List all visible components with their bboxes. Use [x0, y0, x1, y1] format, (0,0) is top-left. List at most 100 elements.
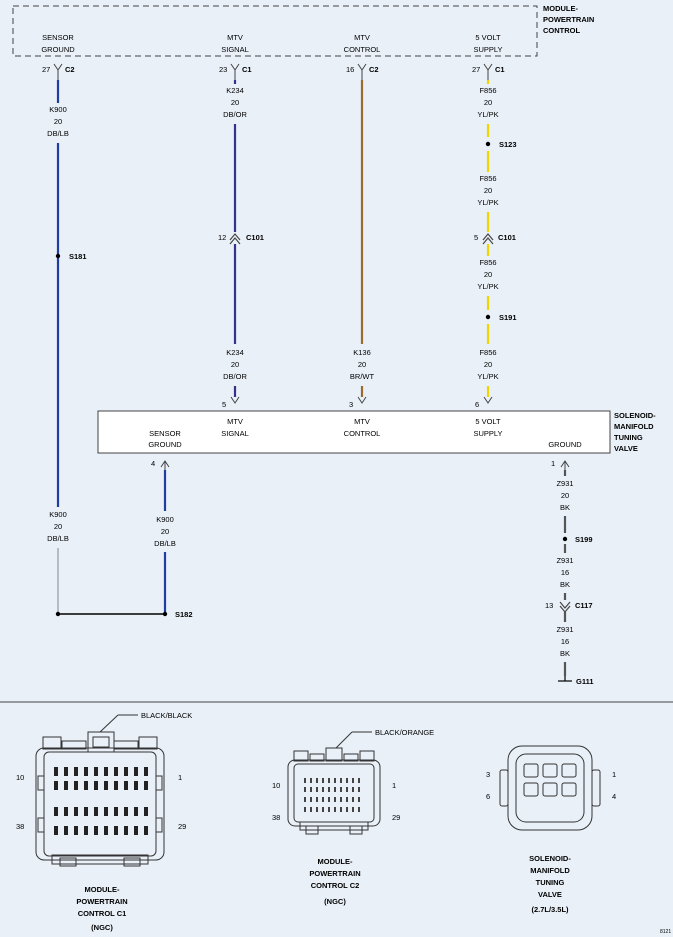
splice-s191-label: S191: [499, 313, 517, 322]
lbl-k234-top-gauge: 20: [231, 98, 239, 107]
valve-title-3: TUNING: [614, 433, 643, 442]
valve-5v-supply-1: 5 VOLT: [475, 417, 501, 426]
pcm-pin-sensor-ground-1: SENSOR: [42, 33, 74, 42]
lbl-z931-3-code: Z931: [556, 625, 573, 634]
pin-symbol: [230, 396, 240, 404]
valve-title-1: SOLENOID-: [614, 411, 656, 420]
c2-pin-tl: 10: [272, 781, 280, 790]
lbl-f856-4-color: YL/PK: [477, 372, 498, 381]
lbl-k136-gauge: 20: [358, 360, 366, 369]
lbl-k234-bot-gauge: 20: [231, 360, 239, 369]
c1-pin-bl: 38: [16, 822, 24, 831]
c101-left-name: C101: [246, 233, 264, 242]
valve-mtv-signal-2: SIGNAL: [221, 429, 249, 438]
lbl-f856-3-color: YL/PK: [477, 282, 498, 291]
connector-valve-view: [499, 745, 601, 831]
pcm-title-1: MODULE-: [543, 4, 578, 13]
connector-c2-view: [287, 731, 381, 835]
pcm-title-3: CONTROL: [543, 26, 580, 35]
splice-s181-label: S181: [69, 252, 87, 261]
pcm-conn-3: C2: [369, 65, 379, 74]
pin-symbol: [160, 460, 170, 470]
splice-s199-dot: [562, 536, 568, 542]
valve-box: [97, 410, 611, 454]
valve-pin5-num: 5: [222, 400, 226, 409]
pcm-pin-5v-supply-1: 5 VOLT: [475, 33, 501, 42]
valve-ground: GROUND: [548, 440, 582, 449]
lbl-z931-1-color: BK: [560, 503, 570, 512]
lbl-f856-4-code: F856: [479, 348, 496, 357]
c117-name: C117: [575, 601, 593, 610]
splice-s123-dot: [485, 141, 491, 147]
c2-color-label: BLACK/ORANGE: [375, 728, 434, 737]
splice-s182-dot-right: [162, 611, 168, 617]
lbl-k900-top-gauge: 20: [54, 117, 62, 126]
lbl-z931-2-code: Z931: [556, 556, 573, 565]
lbl-k900-left-color: DB/LB: [47, 534, 69, 543]
connector-c1-cavities: [54, 767, 148, 835]
c2-pin-tr: 1: [392, 781, 396, 790]
valve-title-2: MANIFOLD: [614, 422, 654, 431]
valve-conn-caption-1: SOLENOID-: [529, 854, 571, 863]
lbl-k234-bot-color: DB/OR: [223, 372, 247, 381]
pcm-pin-mtv-signal-1: MTV: [227, 33, 243, 42]
c101-right-pin: 5: [474, 233, 478, 242]
c2-caption-1: MODULE-: [318, 857, 353, 866]
pcm-pin-sensor-ground-2: GROUND: [41, 45, 75, 54]
pcm-pin-mtv-control-2: CONTROL: [344, 45, 381, 54]
valve-conn-pin-tl: 3: [486, 770, 490, 779]
c1-pin-tl: 10: [16, 773, 24, 782]
inline-connector-c117-symbol: [559, 601, 571, 613]
lbl-k900-left-code: K900: [49, 510, 67, 519]
splice-s191-dot: [485, 314, 491, 320]
valve-conn-caption-2: MANIFOLD: [530, 866, 570, 875]
lbl-f856-1-code: F856: [479, 86, 496, 95]
valve-mtv-control-1: MTV: [354, 417, 370, 426]
lbl-f856-4-gauge: 20: [484, 360, 492, 369]
lbl-z931-1-gauge: 20: [561, 491, 569, 500]
connector-c2-cavities: [304, 778, 360, 812]
valve-sensor-ground-1: SENSOR: [149, 429, 181, 438]
pcm-title-2: POWERTRAIN: [543, 15, 594, 24]
pin-symbol: [357, 396, 367, 404]
valve-pin1-num: 1: [551, 459, 555, 468]
valve-conn-caption-5: (2.7L/3.5L): [531, 905, 569, 914]
c1-caption-1: MODULE-: [85, 885, 120, 894]
c101-right-name: C101: [498, 233, 516, 242]
lbl-k900-top-color: DB/LB: [47, 129, 69, 138]
lbl-k234-bot-code: K234: [226, 348, 244, 357]
c2-pin-br: 29: [392, 813, 400, 822]
c2-caption-4: (NGC): [324, 897, 346, 906]
pin-symbol: [230, 63, 240, 80]
pcm-pinnum-3: 16: [346, 65, 354, 74]
c2-pin-bl: 38: [272, 813, 280, 822]
pin-symbol: [53, 63, 63, 80]
splice-s182-dot-left: [55, 611, 61, 617]
lbl-z931-2-gauge: 16: [561, 568, 569, 577]
splice-s182-label: S182: [175, 610, 193, 619]
valve-conn-caption-4: VALVE: [538, 890, 562, 899]
lbl-f856-2-code: F856: [479, 174, 496, 183]
valve-mtv-signal-1: MTV: [227, 417, 243, 426]
lbl-f856-3-gauge: 20: [484, 270, 492, 279]
valve-sensor-ground-2: GROUND: [148, 440, 182, 449]
lbl-z931-1-code: Z931: [556, 479, 573, 488]
c1-color-label: BLACK/BLACK: [141, 711, 192, 720]
c1-caption-2: POWERTRAIN: [76, 897, 127, 906]
valve-conn-pin-br: 4: [612, 792, 616, 801]
lbl-f856-1-color: YL/PK: [477, 110, 498, 119]
pin-symbol: [483, 63, 493, 80]
lbl-k234-top-code: K234: [226, 86, 244, 95]
pcm-pinnum-2: 23: [219, 65, 227, 74]
valve-pin3-num: 3: [349, 400, 353, 409]
valve-mtv-control-2: CONTROL: [344, 429, 381, 438]
inline-connector-c101-right-symbol: [482, 233, 494, 245]
valve-conn-pin-bl: 6: [486, 792, 490, 801]
c117-pin: 13: [545, 601, 553, 610]
pcm-conn-4: C1: [495, 65, 505, 74]
pcm-conn-2: C1: [242, 65, 252, 74]
lbl-k900-right-code: K900: [156, 515, 174, 524]
lbl-k234-top-color: DB/OR: [223, 110, 247, 119]
lbl-k900-right-color: DB/LB: [154, 539, 176, 548]
c1-caption-4: (NGC): [91, 923, 113, 932]
